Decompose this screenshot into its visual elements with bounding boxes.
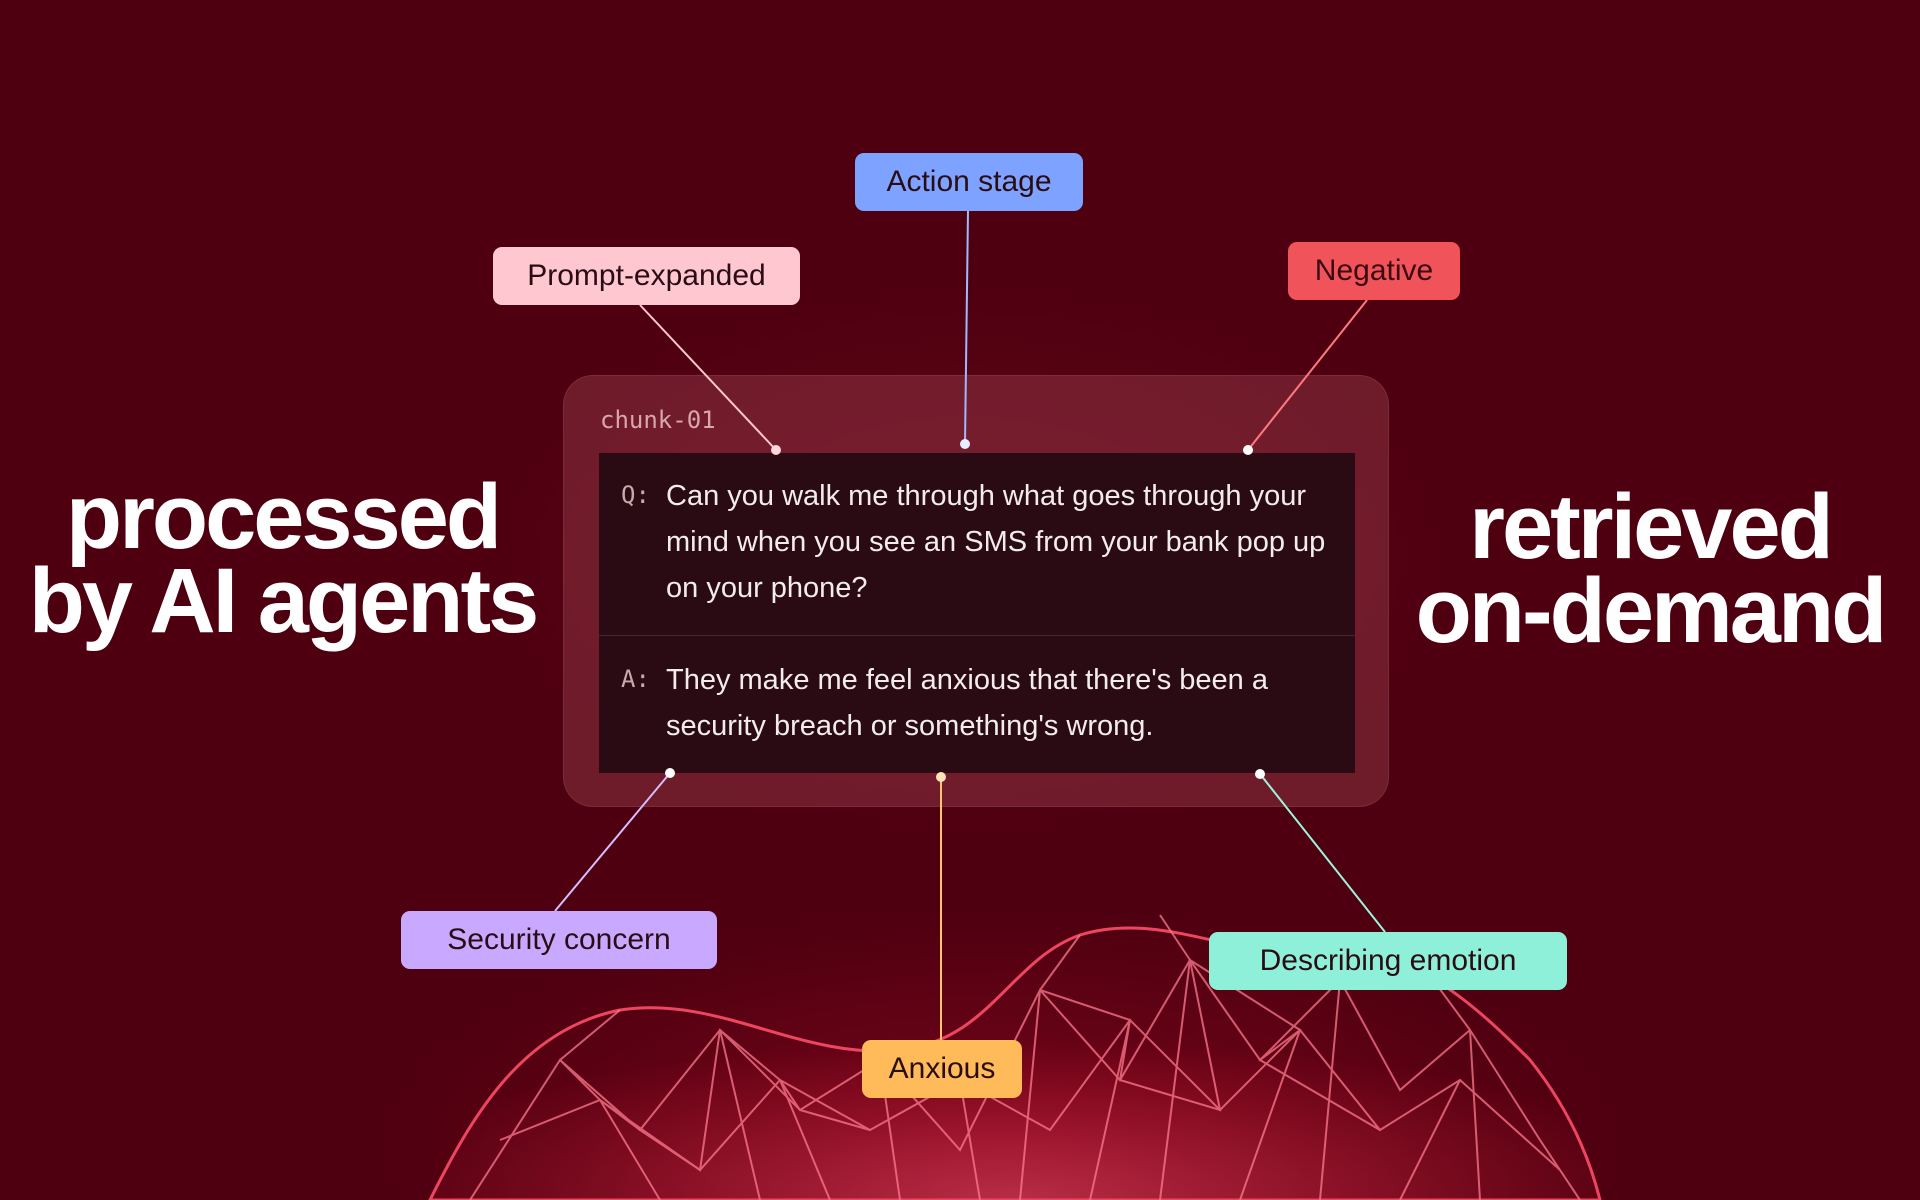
anchor-dot-anxious <box>936 772 946 782</box>
question-text: Can you walk me through what goes throug… <box>666 480 1326 604</box>
headline-left-line1: processed <box>65 466 502 568</box>
headline-right: retrieved on-demand <box>1405 476 1895 662</box>
tag-prompt-expanded: Prompt-expanded <box>493 247 800 305</box>
connector-security-concern <box>554 772 671 912</box>
tag-action-stage: Action stage <box>855 153 1083 211</box>
qa-box: Q: Can you walk me through what goes thr… <box>599 453 1355 773</box>
chunk-card: chunk-01 Q: Can you walk me through what… <box>563 375 1389 807</box>
headline-right-line1: retrieved <box>1469 476 1834 578</box>
tag-security-concern: Security concern <box>401 911 717 969</box>
anchor-dot-emotion <box>1255 769 1265 779</box>
question-prefix: Q: <box>621 481 650 509</box>
anchor-dot-action <box>960 439 970 449</box>
headline-left-line2: by AI agents <box>28 550 540 652</box>
tag-anxious: Anxious <box>862 1040 1022 1098</box>
tag-describing-emotion: Describing emotion <box>1209 932 1567 990</box>
connector-describing-emotion <box>1259 773 1386 933</box>
headline-right-line2: on-demand <box>1415 560 1888 662</box>
anchor-dot-prompt <box>771 445 781 455</box>
tag-negative: Negative <box>1288 242 1460 300</box>
connector-prompt-expanded <box>639 304 777 451</box>
answer-prefix: A: <box>621 665 650 693</box>
answer-text: They make me feel anxious that there's b… <box>666 664 1268 742</box>
anchor-dot-negative <box>1243 445 1253 455</box>
answer-row: A: They make me feel anxious that there'… <box>599 637 1355 742</box>
anchor-dot-security <box>665 768 675 778</box>
connector-action-stage <box>964 210 969 445</box>
question-row: Q: Can you walk me through what goes thr… <box>599 473 1355 636</box>
headline-left: processed by AI agents <box>20 466 545 652</box>
chunk-label: chunk-01 <box>600 406 716 434</box>
connector-negative <box>1247 299 1368 451</box>
